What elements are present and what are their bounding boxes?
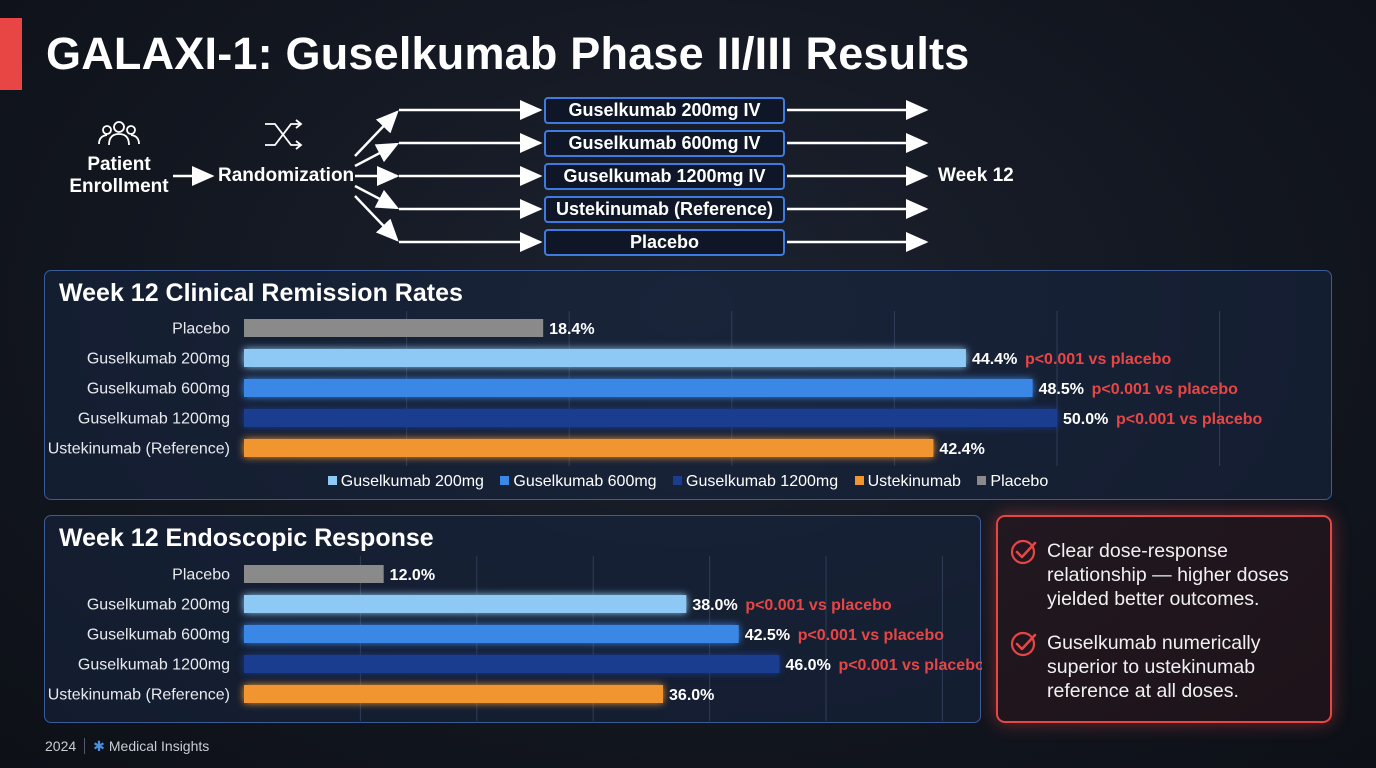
category-label-g600: Guselkumab 600mg	[87, 381, 230, 398]
arm-box-g1200: Guselkumab 1200mg IV	[544, 163, 785, 190]
bar-g600	[244, 379, 1033, 397]
category-label-g200: Guselkumab 200mg	[87, 597, 230, 614]
p-value-annotation-g200: p<0.001 vs placebo	[1025, 351, 1172, 368]
category-label-g1200: Guselkumab 1200mg	[78, 657, 230, 674]
footer-divider	[84, 738, 86, 754]
bar-g1200	[244, 409, 1057, 427]
legend-label-placebo: Placebo	[990, 473, 1049, 490]
category-label-ustekinumab: Ustekinumab (Reference)	[48, 441, 230, 458]
check-circle-icon	[1010, 631, 1037, 657]
endoscopic-chart-title: Week 12 Endoscopic Response	[59, 524, 434, 552]
remission-chart: Placebo 18.4% Guselkumab 200mg 44.4% p<0.001…	[48, 311, 1263, 466]
category-label-g200: Guselkumab 200mg	[87, 351, 230, 368]
bar-g1200	[244, 655, 780, 673]
category-label-g600: Guselkumab 600mg	[87, 627, 230, 644]
value-label-g1200: 50.0%	[1063, 411, 1108, 428]
bar-g200	[244, 595, 687, 613]
remission-chart-legend: Guselkumab 200mg Guselkumab 600mg Guselk…	[45, 473, 1331, 491]
legend-item-g200: Guselkumab 200mg	[327, 473, 484, 491]
bar-g200	[244, 349, 966, 367]
category-label-ustekinumab: Ustekinumab (Reference)	[48, 687, 230, 704]
bar-ustekinumab	[244, 439, 934, 457]
p-value-annotation-g1200: p<0.001 vs placebo	[838, 657, 982, 674]
arrow-fan-5	[354, 195, 399, 242]
study-design-flow: Patient Enrollment Randomization Guselku…	[0, 90, 1100, 260]
legend-item-g1200: Guselkumab 1200mg	[673, 473, 838, 491]
legend-swatch-g600	[500, 476, 510, 485]
flow-arrows	[98, 100, 929, 252]
arrow-fan-1	[354, 110, 399, 157]
value-label-g600: 48.5%	[1039, 381, 1084, 398]
arm-box-placebo: Placebo	[544, 229, 785, 256]
value-label-g600: 42.5%	[745, 627, 790, 644]
insight-text: Guselkumab numerically superior to ustek…	[1047, 632, 1261, 702]
legend-swatch-g200	[327, 476, 337, 485]
shuffle-icon	[265, 119, 303, 150]
value-label-ustekinumab: 42.4%	[939, 441, 984, 458]
legend-label-g600: Guselkumab 600mg	[513, 473, 657, 490]
p-value-annotation-g1200: p<0.001 vs placebo	[1116, 411, 1263, 428]
value-label-g1200: 46.0%	[785, 657, 830, 674]
legend-item-g600: Guselkumab 600mg	[500, 473, 657, 491]
footer-year: 2024	[45, 738, 77, 754]
value-label-g200: 38.0%	[692, 597, 737, 614]
legend-label-ustekinumab: Ustekinumab	[867, 473, 961, 490]
value-label-g200: 44.4%	[972, 351, 1017, 368]
value-label-ustekinumab: 36.0%	[669, 687, 714, 704]
value-label-placebo: 18.4%	[549, 321, 594, 338]
bar-ustekinumab	[244, 685, 664, 703]
p-value-annotation-g200: p<0.001 vs placebo	[745, 597, 892, 614]
endoscopic-chart-panel: Week 12 Endoscopic Response Placebo 12.0%…	[44, 515, 982, 723]
check-circle-icon	[1010, 539, 1037, 565]
arrow-fan-2	[354, 142, 400, 168]
p-value-annotation-g600: p<0.001 vs placebo	[1092, 381, 1239, 398]
bar-placebo	[244, 565, 384, 583]
key-insights-panel: Clear dose-response relationship — highe…	[996, 515, 1332, 723]
accent-bar	[0, 18, 22, 90]
enrollment-text: Patient Enrollment	[69, 154, 169, 197]
arrow-fan-4	[354, 184, 400, 210]
legend-swatch-ustekinumab	[854, 476, 864, 485]
endoscopic-chart: Placebo 12.0% Guselkumab 200mg 38.0% p<0.001…	[48, 556, 982, 721]
people-icon	[98, 121, 140, 146]
legend-item-ustekinumab: Ustekinumab	[854, 473, 961, 491]
legend-swatch-placebo	[977, 476, 987, 485]
category-label-placebo: Placebo	[172, 321, 230, 338]
footer: 2024 ✱Medical Insights	[45, 738, 209, 755]
footer-brand: Medical Insights	[108, 738, 210, 754]
insight-text: Clear dose-response relationship — highe…	[1047, 540, 1289, 610]
remission-chart-title: Week 12 Clinical Remission Rates	[59, 279, 463, 307]
legend-label-g1200: Guselkumab 1200mg	[686, 473, 839, 490]
category-label-g1200: Guselkumab 1200mg	[78, 411, 230, 428]
category-label-placebo: Placebo	[172, 567, 230, 584]
value-label-placebo: 12.0%	[390, 567, 435, 584]
endpoint-label: Week 12	[938, 165, 1014, 186]
bar-g600	[244, 625, 739, 643]
enrollment-label: Patient Enrollment	[60, 154, 178, 198]
p-value-annotation-g600: p<0.001 vs placebo	[798, 627, 945, 644]
remission-chart-panel: Week 12 Clinical Remission Rates Placebo…	[44, 270, 1332, 500]
randomization-label: Randomization	[218, 165, 355, 186]
bar-placebo	[244, 319, 544, 337]
legend-item-placebo: Placebo	[977, 473, 1048, 491]
snowflake-logo-icon: ✱	[93, 738, 105, 754]
arm-box-ustekinumab: Ustekinumab (Reference)	[544, 196, 785, 223]
legend-swatch-g1200	[673, 476, 683, 485]
legend-label-g200: Guselkumab 200mg	[340, 473, 484, 490]
page-title: GALAXI-1: Guselkumab Phase II/III Result…	[46, 28, 970, 79]
arm-box-g600: Guselkumab 600mg IV	[544, 130, 785, 157]
arm-box-g200: Guselkumab 200mg IV	[544, 97, 785, 124]
